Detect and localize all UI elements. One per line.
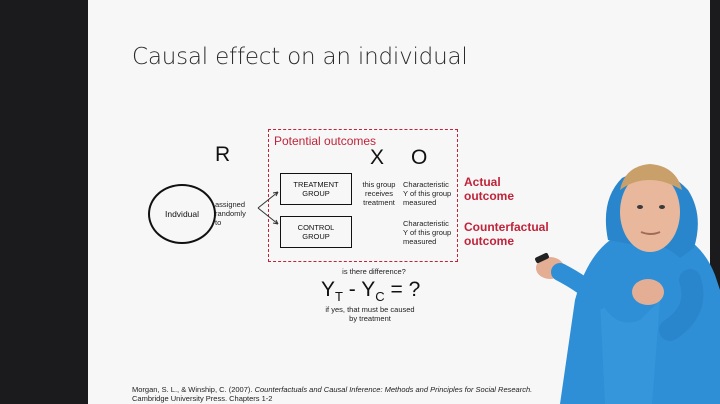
characteristic-line: Y of this group (403, 189, 452, 198)
receives-line: treatment (363, 198, 395, 207)
characteristic-line: measured (403, 198, 437, 207)
actual-outcome-label: Actual outcome (464, 175, 514, 203)
characteristic-line: Characteristic (403, 219, 449, 228)
treatment-group-label: GROUP (302, 189, 330, 198)
assigned-line: assigned (215, 200, 246, 209)
characteristic-treatment-text: Characteristic Y of this group measured (403, 180, 451, 207)
branch-arrows (257, 191, 279, 225)
slide: Causal effect on an individual R X O Pot… (88, 0, 710, 404)
control-group-box: CONTROL GROUP (280, 216, 352, 248)
counterfactual-outcome-line: outcome (464, 234, 515, 248)
control-group-label: GROUP (302, 232, 330, 241)
formula-sub: C (375, 289, 385, 305)
citation-authors: Morgan, S. L., & Winship, C. (2007). (132, 385, 255, 394)
difference-question: is there difference? (342, 267, 406, 276)
treatment-group-label: TREATMENT (293, 180, 339, 189)
formula-part: Y (321, 278, 336, 301)
individual-label: Indvidual (164, 209, 200, 219)
characteristic-line: Y of this group (403, 228, 452, 237)
potential-outcomes-box (268, 129, 458, 262)
formula-part: = ? (384, 278, 421, 301)
receives-line: receives (365, 189, 393, 198)
assigned-text: assigned randomly to (215, 200, 246, 227)
citation-publisher: Cambridge University Press. Chapters 1-2 (132, 394, 273, 403)
slide-title: Causal effect on an individual (132, 44, 468, 70)
formula-part: Y (361, 278, 376, 301)
potential-outcomes-title: Potential outcomes (274, 134, 377, 148)
characteristic-control-text: Characteristic Y of this group measured (403, 219, 451, 246)
formula-part: - (342, 278, 362, 301)
individual-circle: Indvidual (148, 184, 216, 244)
characteristic-line: measured (403, 237, 437, 246)
counterfactual-outcome-label: Counterfactual outcome (464, 220, 549, 248)
characteristic-line: Characteristic (403, 180, 449, 189)
control-group-label: CONTROL (297, 223, 335, 232)
formula-sub: T (335, 289, 343, 305)
if-yes-line: by treatment (349, 314, 391, 323)
formula: YT - YC = ? (321, 278, 420, 304)
actual-outcome-line: Actual (464, 175, 501, 189)
counterfactual-outcome-line: Counterfactual (464, 220, 549, 234)
label-o: O (411, 146, 428, 169)
receives-treatment-text: this group receives treatment (358, 180, 400, 207)
citation: Morgan, S. L., & Winship, C. (2007). Cou… (132, 385, 532, 403)
assigned-line: randomly (215, 209, 246, 218)
if-yes-text: if yes, that must be caused by treatment (300, 305, 440, 323)
receives-line: this group (362, 180, 396, 189)
assigned-line: to (215, 218, 222, 227)
citation-title: Counterfactuals and Causal Inference: Me… (254, 385, 533, 394)
label-x: X (370, 146, 385, 169)
label-r: R (215, 143, 231, 166)
if-yes-line: if yes, that must be caused (325, 305, 415, 314)
treatment-group-box: TREATMENT GROUP (280, 173, 352, 205)
actual-outcome-line: outcome (464, 189, 515, 203)
